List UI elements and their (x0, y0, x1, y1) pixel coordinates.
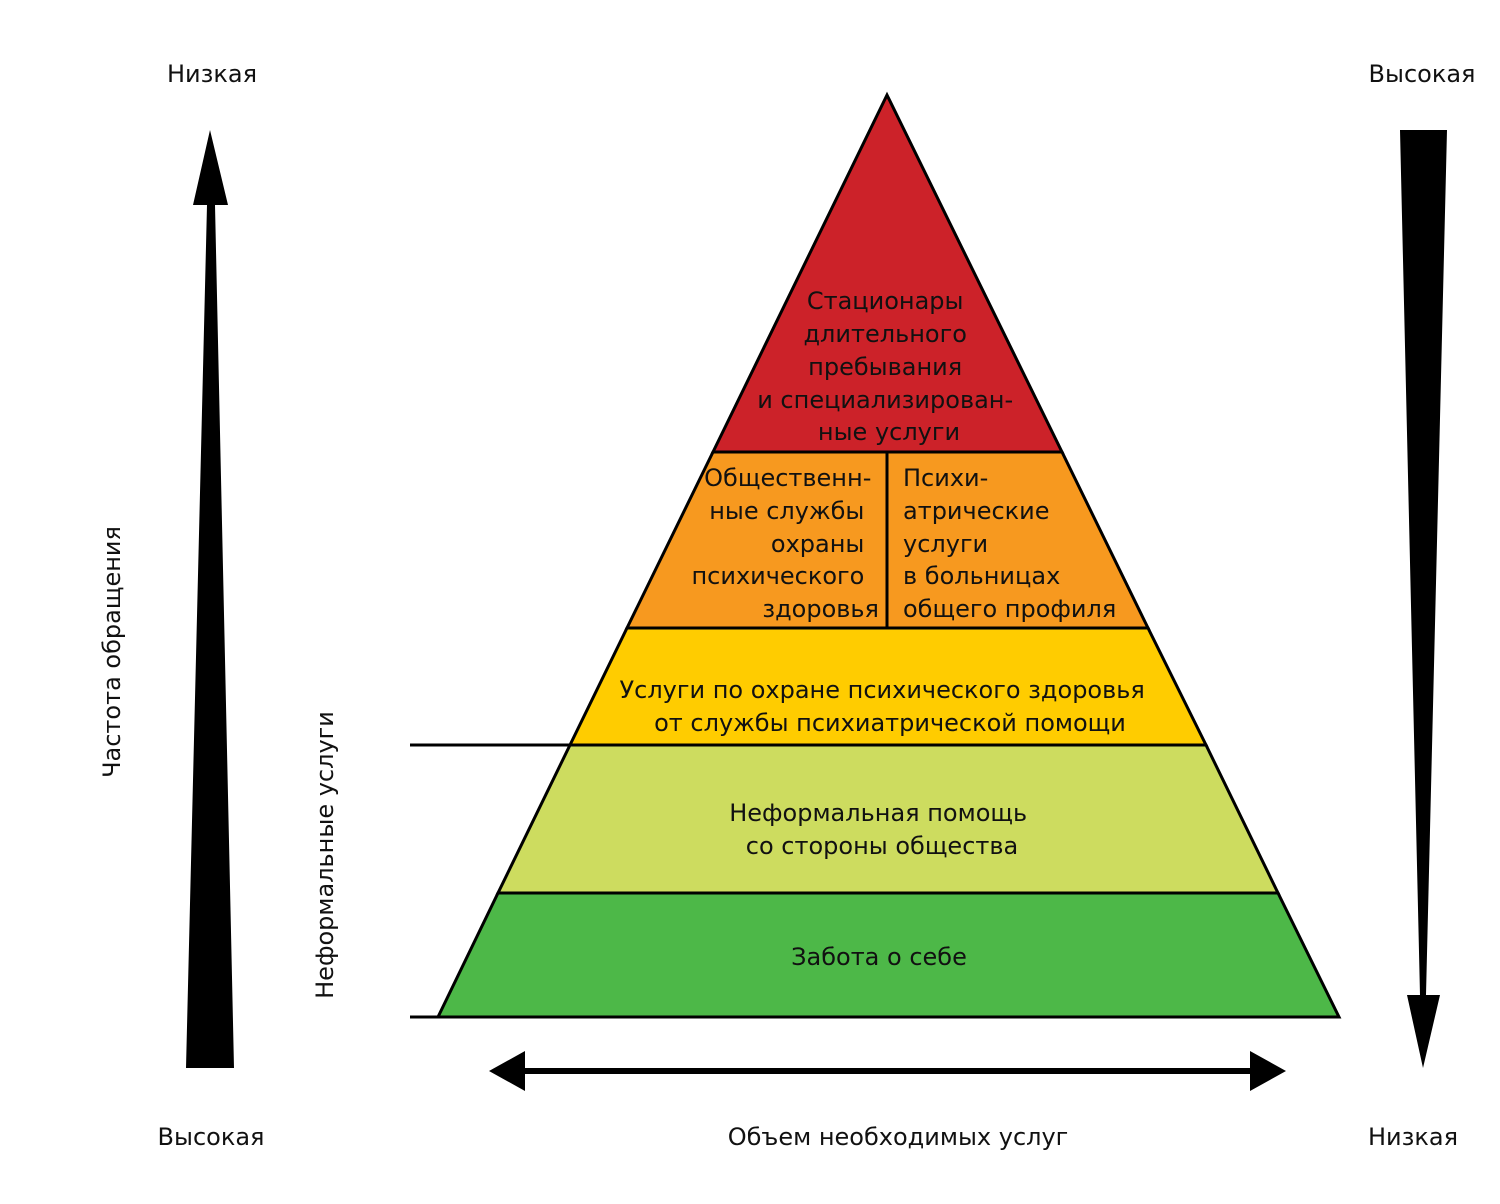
level-self-care (435, 891, 1342, 1019)
level-middle-left-text: Общественн- ные службы охраны психическо… (691, 464, 879, 623)
left-bottom-label: Высокая (158, 1123, 265, 1151)
informal-services-label: Неформальные услуги (311, 711, 339, 999)
volume-double-arrow-icon (489, 1051, 1286, 1091)
level-psych-services-text: Услуги по охране психического здоровья о… (620, 676, 1153, 737)
right-top-label: Высокая (1369, 60, 1476, 88)
right-bottom-label: Низкая (1368, 1123, 1458, 1151)
level-self-care-text: Забота о себе (791, 943, 967, 971)
frequency-axis-title: Частота обращения (98, 526, 126, 778)
level-middle-right-text: Психи- атрические услуги в больницах общ… (903, 464, 1116, 623)
frequency-arrow-up-icon (186, 130, 234, 1068)
volume-axis-title: Объем необходимых услуг (728, 1123, 1069, 1151)
left-top-label: Низкая (167, 60, 257, 88)
severity-arrow-down-icon (1400, 130, 1447, 1068)
level-informal-help-text: Неформальная помощь со стороны общества (729, 799, 1035, 860)
level-top-text: Стационары длительного пребывания и спец… (757, 287, 1021, 446)
